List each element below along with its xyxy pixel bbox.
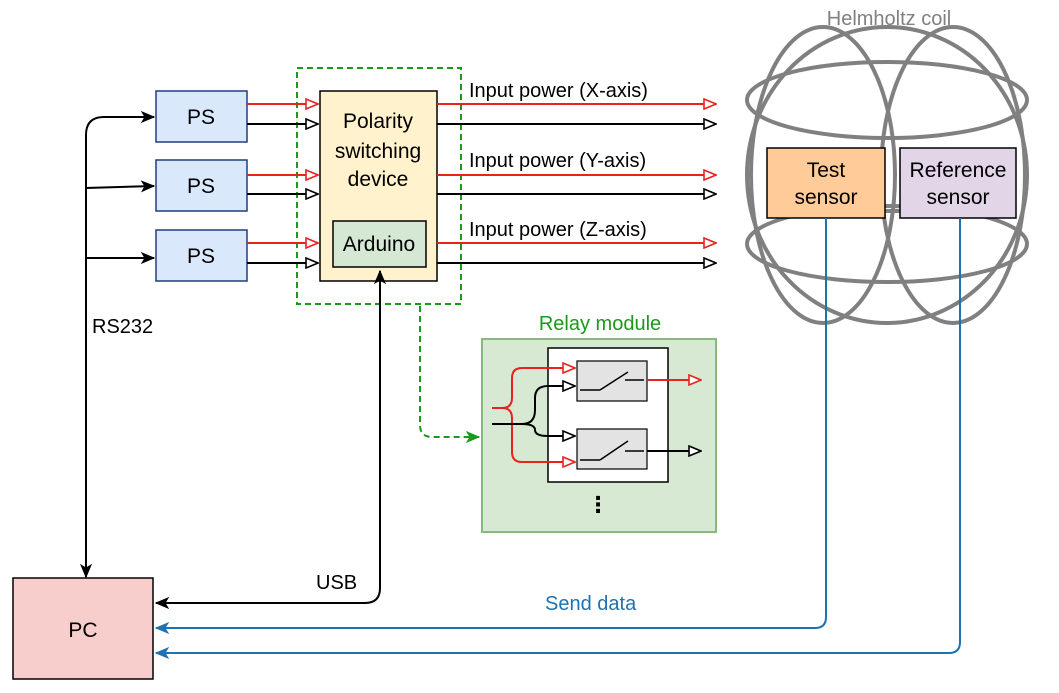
- pc-label: PC: [68, 619, 97, 642]
- test-sensor: Test sensor: [766, 147, 886, 219]
- send-data-label: Send data: [545, 593, 637, 615]
- reference-sensor-label-1: Reference: [910, 159, 1007, 182]
- relay-module: ⋮: [481, 338, 717, 533]
- polarity-label-1: Polarity: [343, 110, 414, 133]
- ps-to-polarity-lines: [247, 104, 318, 263]
- helmholtz-label: Helmholtz coil: [827, 8, 951, 30]
- coil-ring-left: [749, 25, 897, 325]
- ps-3-label: PS: [187, 245, 215, 268]
- arduino-label: Arduino: [343, 233, 415, 256]
- input-power-x-label: Input power (X-axis): [469, 80, 648, 102]
- reference-sensor: Reference sensor: [899, 147, 1017, 219]
- relay-more-indicator: ⋮: [587, 492, 609, 517]
- relay-inputs: [492, 368, 575, 462]
- power-supply-1: PS: [155, 90, 248, 143]
- relay-switch-1: [576, 360, 648, 402]
- ps-2-label: PS: [187, 175, 215, 198]
- coil-ring-top: [745, 60, 1029, 140]
- polarity-label-3: device: [348, 168, 409, 191]
- relay-outputs: [647, 380, 701, 451]
- input-power-z-label: Input power (Z-axis): [469, 219, 647, 241]
- usb-label: USB: [316, 572, 357, 594]
- input-power-lines: [437, 104, 716, 263]
- rs232-bus: [86, 117, 154, 577]
- power-supply-3: PS: [155, 229, 248, 282]
- ps-1-label: PS: [187, 106, 215, 129]
- input-power-y-label: Input power (Y-axis): [469, 150, 646, 172]
- polarity-label-2: switching: [335, 140, 421, 163]
- send-data-lines: [156, 218, 961, 653]
- polarity-to-relay-link: [419, 306, 479, 437]
- pc: PC: [12, 577, 154, 680]
- coil-ring-outer: [745, 25, 1029, 325]
- test-sensor-label-2: sensor: [794, 186, 857, 209]
- reference-sensor-label-2: sensor: [926, 186, 989, 209]
- relay-switch-1-contact: [580, 371, 644, 391]
- relay-switch-2-contact: [580, 440, 644, 461]
- usb-link: [156, 271, 380, 603]
- power-supply-2: PS: [155, 159, 248, 212]
- relay-switch-2: [576, 428, 648, 470]
- rs232-label: RS232: [92, 316, 153, 338]
- coil-ring-bottom: [745, 204, 1029, 284]
- arduino: Arduino: [332, 220, 427, 268]
- test-sensor-label-1: Test: [807, 159, 846, 182]
- relay-module-label: Relay module: [539, 313, 661, 335]
